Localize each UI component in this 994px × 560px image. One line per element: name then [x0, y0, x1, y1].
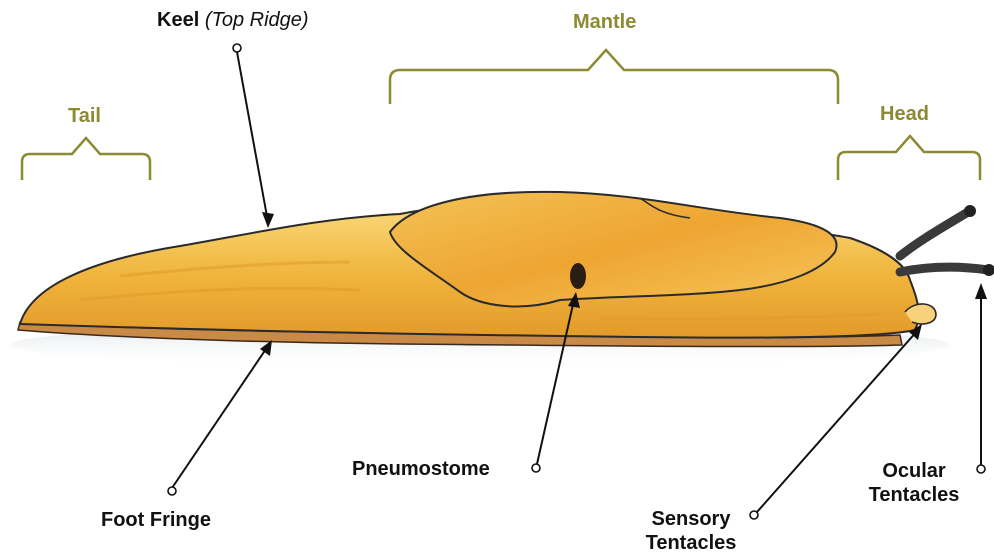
ocular-tentacles-line1: Ocular [858, 459, 970, 483]
foot-fringe-label: Foot Fringe [101, 508, 211, 532]
sensory-tentacles-line1: Sensory [632, 507, 750, 531]
ocular-tentacles-line2: Tentacles [858, 483, 970, 507]
leader-keel [233, 44, 274, 228]
ocular-tentacles-label: Ocular Tentacles [858, 459, 970, 507]
sensory-tentacles-line2: Tentacles [632, 531, 750, 555]
sensory-tentacles-label: Sensory Tentacles [632, 507, 750, 555]
leader-ocular-tentacles [975, 283, 987, 473]
pneumostome-label: Pneumostome [352, 457, 490, 481]
keel-label-note: (Top Ridge) [205, 9, 309, 31]
head-label: Head [880, 102, 929, 126]
mantle-label: Mantle [573, 10, 636, 34]
head-bracket [838, 136, 980, 180]
keel-label-main: Keel [157, 9, 199, 31]
tail-label: Tail [68, 104, 101, 128]
tail-bracket [22, 138, 150, 180]
mantle-bracket [390, 50, 838, 104]
ocular-tentacle-lower [900, 267, 988, 272]
ocular-tentacle-upper [900, 212, 968, 256]
pneumostome-opening [570, 263, 586, 289]
keel-label: Keel (Top Ridge) [157, 8, 309, 32]
